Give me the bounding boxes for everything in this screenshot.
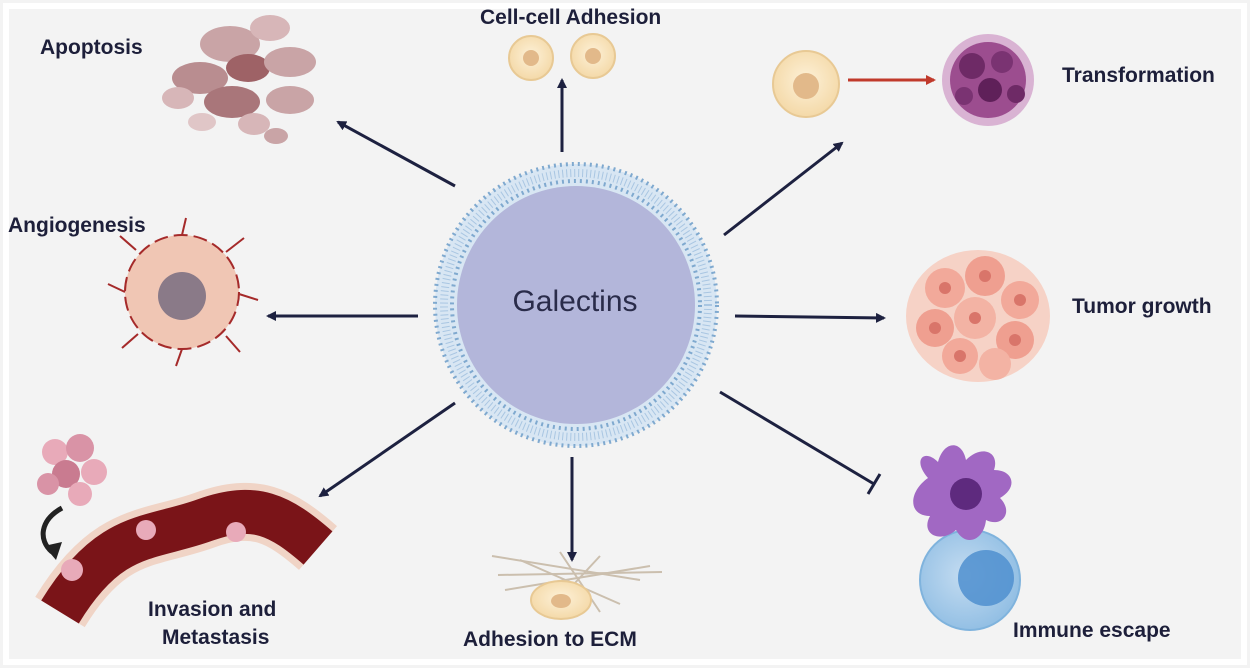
invasive-cell: [52, 460, 80, 488]
circulating-cell: [136, 520, 156, 540]
angio-sprouts: [107, 217, 259, 367]
tumor-nucleus: [929, 322, 941, 334]
apoptosis-label: Apoptosis: [40, 36, 143, 59]
arrow-tumor-growth: [734, 312, 886, 323]
inhibit-immune-escape: [719, 390, 875, 486]
apoptosis-fragment: [200, 26, 260, 62]
inhibit-bar: [866, 473, 882, 495]
transformed-nucleus: [955, 87, 973, 105]
invasive-cell: [81, 459, 107, 485]
apoptosis-fragment: [264, 47, 316, 77]
apoptosis-illustration: [162, 15, 316, 144]
arrow-invasion: [318, 401, 456, 498]
ecm-cell-nucleus: [551, 594, 571, 608]
transformed-nucleus: [1007, 85, 1025, 103]
tumor-growth-illustration: [906, 250, 1050, 382]
cell-adhesion-label: Cell-cell Adhesion: [480, 6, 662, 29]
transformed-nucleus: [959, 53, 985, 79]
invasive-cell: [68, 482, 92, 506]
cell-adhesion-illustration: [508, 33, 616, 81]
tumor-nucleus: [1014, 294, 1026, 306]
tumor-growth-label: Tumor growth: [1072, 295, 1212, 318]
apoptosis-fragment: [172, 62, 228, 94]
angio-nucleus: [158, 272, 206, 320]
arrow-apoptosis: [336, 120, 456, 188]
invasive-cell: [66, 434, 94, 462]
transformed-nucleus: [978, 78, 1002, 102]
invasive-cell: [42, 439, 68, 465]
transformation-illustration: [772, 34, 1034, 126]
apoptosis-fragment: [162, 87, 194, 109]
transformation-label: Transformation: [1062, 64, 1215, 87]
tumor-nucleus: [979, 270, 991, 282]
extravasating-cell: [61, 559, 83, 581]
membrane-heads-inner: [450, 179, 702, 431]
invasion-arrowhead: [44, 542, 62, 560]
arrow-transformation: [723, 141, 844, 237]
membrane-tails: [440, 169, 712, 441]
tumor-nucleus: [969, 312, 981, 324]
invasion-label-line1: Invasion and: [148, 598, 277, 621]
invasion-label-line2: Metastasis: [162, 626, 270, 649]
ecm-fiber: [559, 551, 601, 613]
galectins-label: Galectins: [512, 285, 638, 318]
ecm-fiber: [491, 555, 641, 581]
immune-escape-illustration: [913, 445, 1021, 631]
tumor-nucleus: [939, 282, 951, 294]
circulating-cell: [226, 522, 246, 542]
ecm-fiber: [497, 571, 663, 576]
angiogenesis-label: Angiogenesis: [8, 214, 146, 237]
apoptosis-fragment: [266, 86, 314, 114]
tumor-cell: [979, 348, 1011, 380]
apoptosis-fragment: [204, 86, 260, 118]
galectins-cell: [433, 162, 719, 448]
apoptosis-fragment: [264, 128, 288, 144]
immune-escape-label: Immune escape: [1013, 619, 1171, 642]
angiogenesis-illustration: [107, 217, 259, 367]
ecm-cell: [530, 580, 592, 620]
transformed-nucleus: [991, 51, 1013, 73]
tumor-nucleus: [954, 350, 966, 362]
t-cell-nucleus: [958, 550, 1014, 606]
adhesion-nucleus-right: [585, 48, 601, 64]
membrane-heads-outer: [433, 162, 719, 448]
adhesion-nucleus-left: [523, 50, 539, 66]
apoptosis-fragment: [188, 113, 216, 131]
invasion-illustration: [35, 434, 338, 628]
apoptosis-fragment: [250, 15, 290, 41]
apoptosis-fragment: [226, 54, 270, 82]
normal-nucleus: [793, 73, 819, 99]
vessel-lumen: [41, 489, 333, 624]
dendritic-nucleus: [950, 478, 982, 510]
invasive-cell: [37, 473, 59, 495]
tumor-nucleus: [1009, 334, 1021, 346]
arrows: [266, 78, 886, 562]
frame-border: [3, 3, 1247, 665]
apoptosis-fragment: [238, 113, 270, 135]
galectin-core: [457, 186, 695, 424]
adhesion-ecm-label: Adhesion to ECM: [463, 628, 637, 651]
